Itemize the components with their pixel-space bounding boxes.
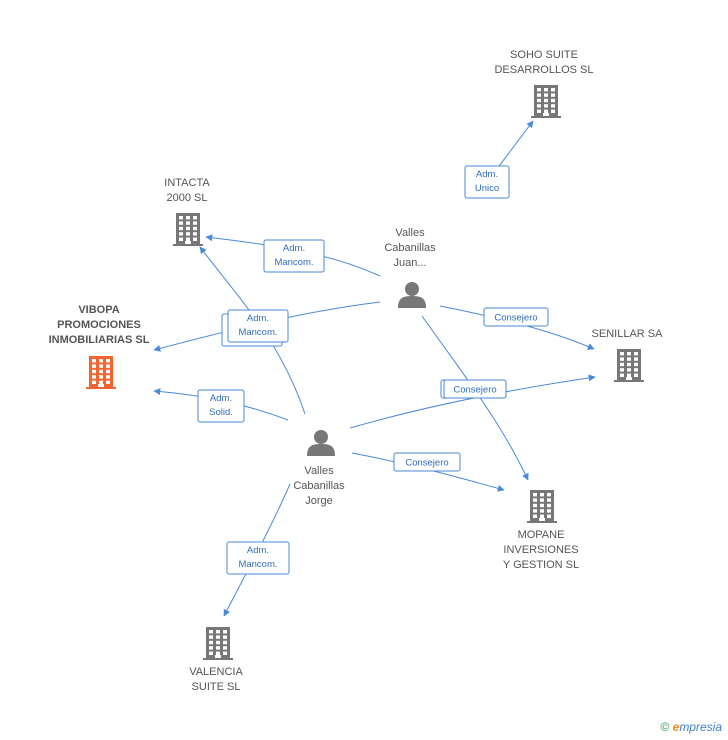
edge-label-box	[393, 452, 461, 472]
node-label: Juan...	[393, 257, 426, 269]
building-icon	[527, 490, 557, 523]
edge-label-text: Solid.	[209, 407, 233, 418]
edge-label-jorge-mopane[interactable]: Consejero	[393, 452, 461, 472]
nodes-layer: SOHO SUITE DESARROLLOS SL INTACTA 2000 SL VI…	[49, 49, 664, 693]
node-label: MOPANE	[518, 529, 565, 541]
node-label: SENILLAR SA	[592, 328, 664, 340]
edge-label-jorge-intacta[interactable]: Adm. Mancom.	[227, 309, 289, 343]
edge-label-juan-soho[interactable]: Adm. Unico	[464, 165, 510, 199]
node-label: INVERSIONES	[503, 544, 578, 556]
edge-label-juan-intacta[interactable]: Adm. Mancom.	[263, 239, 325, 273]
brand-name: mpresia	[679, 720, 722, 734]
edge-label-box	[227, 309, 289, 343]
building-icon	[173, 213, 203, 246]
node-label: SOHO SUITE	[510, 49, 578, 61]
edges-layer	[153, 120, 596, 617]
person-icon	[307, 430, 335, 456]
edge-label-text: Mancom.	[274, 257, 313, 268]
edge-label-text: Adm.	[210, 393, 232, 404]
edge-label-text: Adm.	[247, 313, 269, 324]
edge-label-text: Mancom.	[238, 327, 277, 338]
node-label: 2000 SL	[167, 192, 208, 204]
building-icon	[531, 85, 561, 118]
node-label: Y GESTION SL	[503, 559, 579, 571]
building-icon	[614, 349, 644, 382]
edge-label-text: Consejero	[453, 385, 496, 396]
brand-initial: e	[672, 720, 680, 734]
edge-label-text: Mancom.	[238, 559, 277, 570]
edge-label-text: Adm.	[476, 169, 498, 180]
edge-label-box	[443, 379, 507, 399]
edge-label-jorge-vibopa[interactable]: Adm. Solid.	[197, 389, 245, 423]
node-label: Cabanillas	[293, 480, 345, 492]
node-juan[interactable]: VallesCabanillasJuan...	[384, 227, 436, 308]
edge-label-juan-senillar[interactable]: Consejero	[483, 307, 549, 327]
edge-jorge-to-mopane	[351, 452, 505, 492]
node-label: INMOBILIARIAS SL	[49, 334, 150, 346]
edge-label-box	[263, 239, 325, 273]
edge-label-box	[483, 307, 549, 327]
node-label: Cabanillas	[384, 242, 436, 254]
building-icon	[86, 356, 116, 389]
edge-label-text: Unico	[475, 183, 499, 194]
edge-label-text: Consejero	[494, 313, 537, 324]
edge-label-jorge-valencia[interactable]: Adm. Mancom.	[226, 541, 290, 575]
edge-labels-layer: Adm.UnicoAdm.Mancom.Adm.Mancom.Consejero…	[197, 165, 549, 575]
node-intacta[interactable]: INTACTA 2000 SL	[164, 177, 210, 246]
building-icon	[203, 627, 233, 660]
node-label: INTACTA	[164, 177, 210, 189]
node-label: VIBOPA	[78, 304, 119, 316]
node-label: SUITE SL	[192, 681, 241, 693]
person-icon	[398, 282, 426, 308]
node-label: Valles	[304, 465, 334, 477]
copyright-icon: ©	[660, 720, 670, 734]
node-label: Valles	[395, 227, 425, 239]
edge-label-text: Adm.	[283, 243, 305, 254]
node-valencia[interactable]: VALENCIA SUITE SL	[189, 627, 243, 693]
node-label: PROMOCIONES	[57, 319, 141, 331]
node-soho[interactable]: SOHO SUITE DESARROLLOS SL	[494, 49, 594, 118]
empresia-watermark[interactable]: © empresia	[660, 720, 722, 734]
node-label: VALENCIA	[189, 666, 243, 678]
edge-label-jorge-senillar[interactable]: Consejero	[443, 379, 507, 399]
edge-label-text: Consejero	[405, 458, 448, 469]
node-label: Jorge	[305, 495, 333, 507]
edge-label-box	[464, 165, 510, 199]
edge-label-box	[226, 541, 290, 575]
node-senillar[interactable]: SENILLAR SA	[592, 328, 664, 382]
node-mopane[interactable]: MOPANE INVERSIONES Y GESTION SL	[503, 490, 579, 571]
node-vibopa[interactable]: VIBOPA PROMOCIONES INMOBILIARIAS SL	[49, 304, 150, 389]
node-label: DESARROLLOS SL	[494, 64, 593, 76]
edge-label-box	[197, 389, 245, 423]
edge-label-text: Adm.	[247, 545, 269, 556]
